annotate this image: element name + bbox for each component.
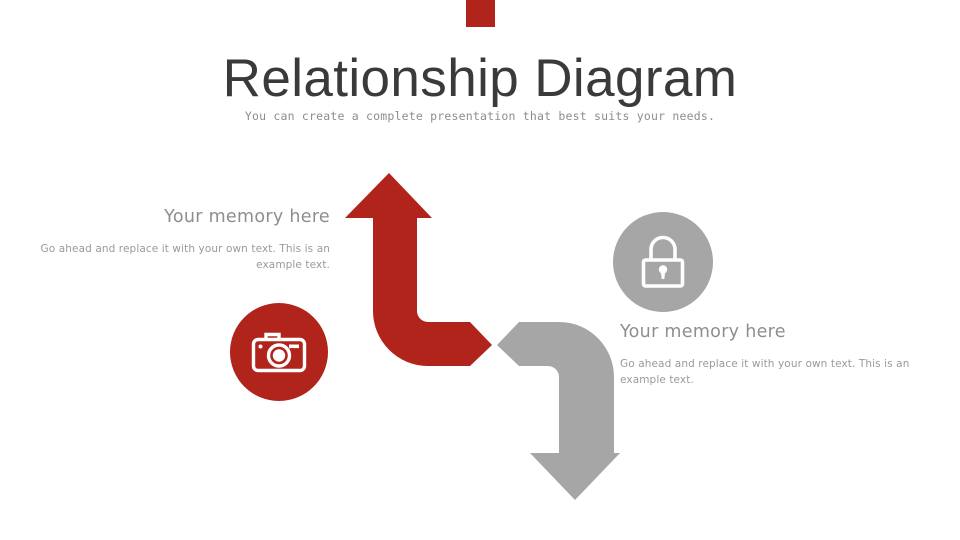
- lock-icon: [641, 235, 685, 288]
- node-left-text: Your memory here Go ahead and replace it…: [28, 205, 330, 273]
- camera-badge[interactable]: [230, 303, 328, 401]
- camera-icon: [251, 332, 307, 373]
- node-left-body: Go ahead and replace it with your own te…: [40, 243, 330, 271]
- red-arrow-up: [345, 173, 492, 366]
- accent-square: [466, 0, 495, 27]
- page-subtitle: You can create a complete presentation t…: [244, 109, 716, 123]
- node-left-heading: Your memory here: [164, 207, 330, 227]
- node-right-heading: Your memory here: [620, 322, 786, 342]
- lock-badge[interactable]: [613, 212, 713, 312]
- gray-arrow-down: [497, 322, 620, 500]
- node-right-text: Your memory here Go ahead and replace it…: [620, 320, 920, 388]
- page-title: Relationship Diagram: [222, 49, 738, 108]
- node-right-body: Go ahead and replace it with your own te…: [620, 358, 910, 386]
